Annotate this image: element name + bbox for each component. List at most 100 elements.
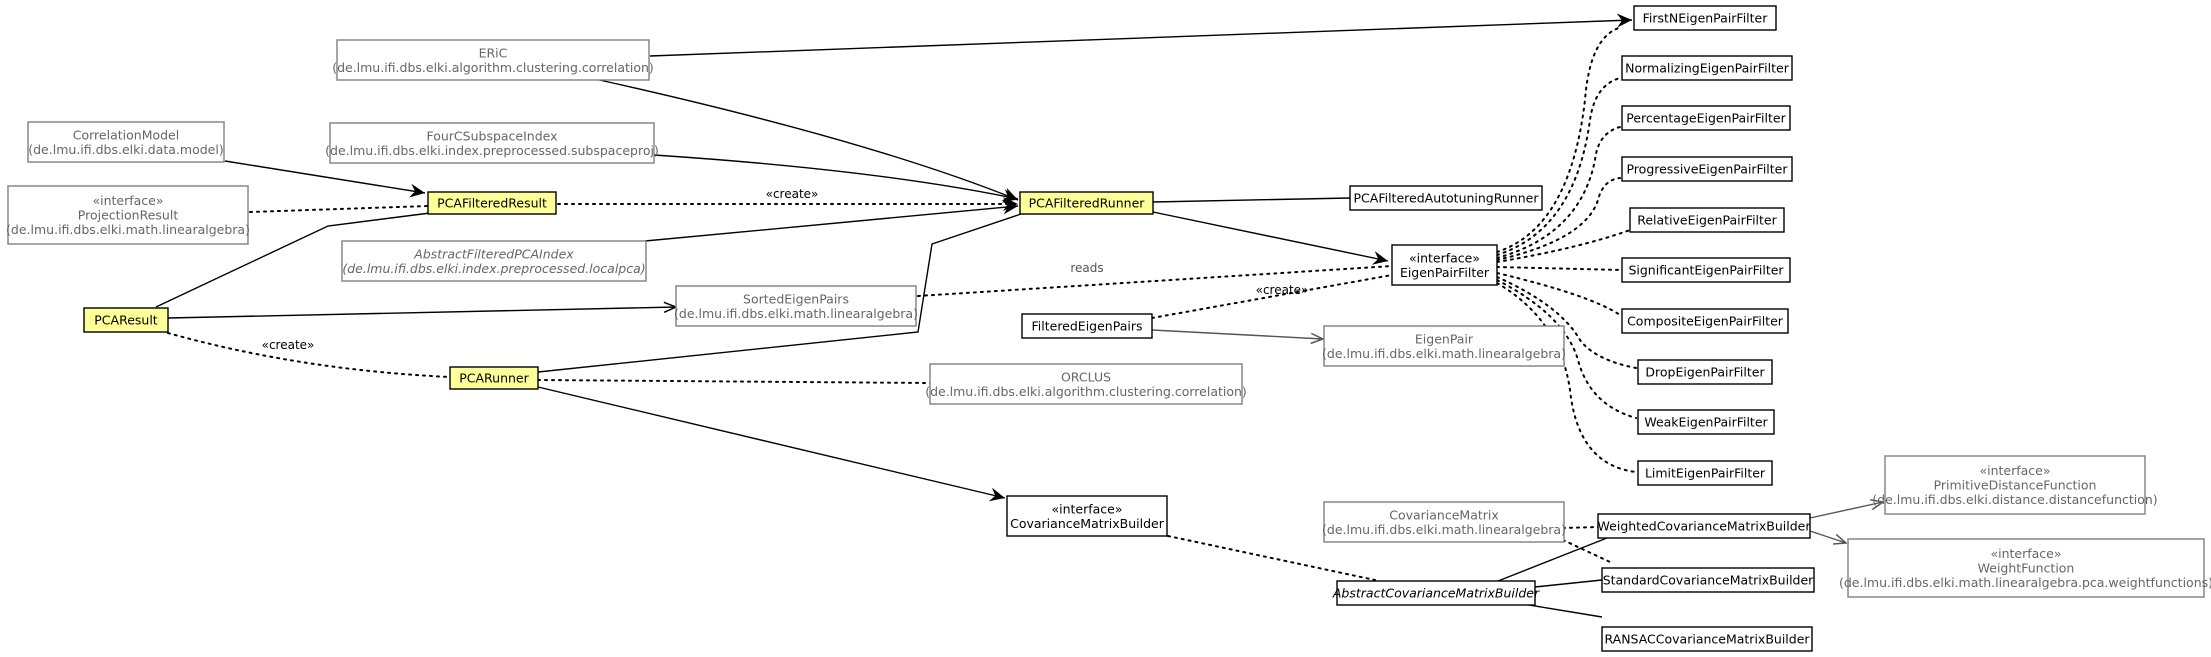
edge-sortedeigenpairs-eigenpairfilter <box>917 265 1393 297</box>
class-significant-eigen-pair-filter[interactable]: SignificantEigenPairFilter <box>1621 257 1791 283</box>
class-pca-result[interactable]: PCAResult <box>83 307 169 333</box>
edge-filter-significant <box>1496 266 1623 271</box>
edge-pcaresult-pcarunner <box>167 332 451 378</box>
edge-covariancematrix-standard <box>1562 539 1611 563</box>
class-pca-runner[interactable]: PCARunner <box>449 366 539 390</box>
node-label-line: WeakEigenPairFilter <box>1644 415 1768 430</box>
edge-filter-drop <box>1496 276 1637 369</box>
node-label-line: CompositeEigenPairFilter <box>1627 314 1784 329</box>
edge-pcarunner-covariancebuilder <box>537 386 1006 502</box>
edge-pcafilteredrunner-autotuning <box>1152 197 1351 203</box>
class-orclus[interactable]: ORCLUS(de.lmu.ifi.dbs.elki.algorithm.clu… <box>925 363 1247 405</box>
class-sorted-eigen-pairs[interactable]: SortedEigenPairs(de.lmu.ifi.dbs.elki.mat… <box>674 285 918 327</box>
interface-eigen-pair-filter[interactable]: «interface»EigenPairFilter <box>1391 244 1498 286</box>
edge-abstractcov-ransac <box>1522 603 1603 618</box>
class-percentage-eigen-pair-filter[interactable]: PercentageEigenPairFilter <box>1621 105 1791 131</box>
edge-filter-percentage <box>1496 126 1621 259</box>
node-box <box>1323 325 1565 367</box>
class-progressive-eigen-pair-filter[interactable]: ProgressiveEigenPairFilter <box>1621 156 1793 182</box>
node-label-line: (de.lmu.ifi.dbs.elki.distance.distancefu… <box>1872 492 2157 507</box>
class-abstract-covariance-matrix-builder[interactable]: AbstractCovarianceMatrixBuilder <box>1332 580 1540 606</box>
node-label-line: FilteredEigenPairs <box>1032 319 1143 334</box>
node-label-line: CovarianceMatrix <box>1389 507 1499 522</box>
class-limit-eigen-pair-filter[interactable]: LimitEigenPairFilter <box>1637 460 1773 486</box>
node-box <box>1637 409 1775 435</box>
class-correlation-model[interactable]: CorrelationModel(de.lmu.ifi.dbs.elki.dat… <box>27 121 225 163</box>
node-box <box>336 39 650 81</box>
node-box <box>1621 257 1791 283</box>
edge-covariancebuilder-abstractcov <box>1167 535 1376 581</box>
node-label-line: AbstractCovarianceMatrixBuilder <box>1332 586 1540 601</box>
class-drop-eigen-pair-filter[interactable]: DropEigenPairFilter <box>1637 359 1773 385</box>
node-label-line: «interface» <box>1409 250 1480 265</box>
class-pca-filtered-result[interactable]: PCAFilteredResult <box>427 191 557 215</box>
class-covariance-matrix[interactable]: CovarianceMatrix(de.lmu.ifi.dbs.elki.mat… <box>1322 501 1566 543</box>
node-label-line: (de.lmu.ifi.dbs.elki.index.preprocessed.… <box>342 261 645 276</box>
interface-projection-result[interactable]: «interface»ProjectionResult(de.lmu.ifi.d… <box>6 185 250 245</box>
class-fourc-subspace-index[interactable]: FourCSubspaceIndex(de.lmu.ifi.dbs.elki.i… <box>325 122 659 164</box>
node-label-line: WeightFunction <box>1978 561 2075 576</box>
node-box <box>1847 538 2205 598</box>
class-abstract-filtered-pca-index[interactable]: AbstractFilteredPCAIndex(de.lmu.ifi.dbs.… <box>341 240 647 282</box>
edge-filter-relative <box>1496 229 1631 263</box>
interface-primitive-distance-function[interactable]: «interface»PrimitiveDistanceFunction(de.… <box>1872 455 2158 515</box>
node-box <box>449 366 539 390</box>
node-box <box>1323 501 1565 543</box>
edge-pcaresult-sortedeigenpairs <box>167 307 676 319</box>
class-relative-eigen-pair-filter[interactable]: RelativeEigenPairFilter <box>1629 207 1785 233</box>
node-box <box>341 240 647 282</box>
node-label-line: (de.lmu.ifi.dbs.elki.algorithm.clusterin… <box>332 60 654 75</box>
node-label-line: SortedEigenPairs <box>743 291 849 306</box>
edge-weighted-weightfunction <box>1809 530 1846 543</box>
class-weak-eigen-pair-filter[interactable]: WeakEigenPairFilter <box>1637 409 1775 435</box>
edge-correlationmodel-pcafilteredresult <box>224 160 426 198</box>
node-box <box>1637 460 1773 486</box>
node-label-line: ORCLUS <box>1061 369 1111 384</box>
class-filtered-eigen-pairs[interactable]: FilteredEigenPairs <box>1021 313 1153 339</box>
edge-filter-composite <box>1496 272 1621 316</box>
node-box <box>83 307 169 333</box>
node-box <box>1597 513 1811 539</box>
edge-label-create-filter: «create» <box>1256 283 1309 297</box>
node-label-line: RelativeEigenPairFilter <box>1637 213 1777 228</box>
node-label-line: StandardCovarianceMatrixBuilder <box>1603 573 1814 588</box>
node-label-line: WeightedCovarianceMatrixBuilder <box>1598 519 1812 534</box>
node-label-line: (de.lmu.ifi.dbs.elki.math.linearalgebra) <box>674 306 918 321</box>
node-box <box>7 185 249 245</box>
node-box <box>1621 156 1793 182</box>
class-standard-covariance-matrix-builder[interactable]: StandardCovarianceMatrixBuilder <box>1601 567 1815 593</box>
node-label-line: CorrelationModel <box>73 127 179 142</box>
node-label-line: ProjectionResult <box>78 208 179 223</box>
edge-filter-weak <box>1496 279 1637 419</box>
interface-covariance-matrix-builder[interactable]: «interface»CovarianceMatrixBuilder <box>1006 495 1168 537</box>
class-eigen-pair[interactable]: EigenPair(de.lmu.ifi.dbs.elki.math.linea… <box>1322 325 1566 367</box>
interface-weight-function[interactable]: «interface»WeightFunction(de.lmu.ifi.dbs… <box>1839 538 2211 598</box>
edge-covariancematrix-weighted <box>1562 526 1599 529</box>
node-label-line: EigenPair <box>1415 331 1474 346</box>
node-label-line: (de.lmu.ifi.dbs.elki.math.linearalgebra) <box>1322 522 1566 537</box>
node-label-line: PCAFilteredResult <box>437 196 547 211</box>
node-box <box>1621 308 1789 334</box>
node-label-line: SignificantEigenPairFilter <box>1628 263 1784 278</box>
node-label-line: (de.lmu.ifi.dbs.elki.data.model) <box>28 142 223 157</box>
node-box <box>1349 185 1543 211</box>
edge-pcarunner-pcafilteredrunner <box>537 212 1025 373</box>
node-box <box>1021 313 1153 339</box>
edge-label-create-result: «create» <box>262 338 315 352</box>
class-normalizing-eigen-pair-filter[interactable]: NormalizingEigenPairFilter <box>1621 55 1793 81</box>
class-eric[interactable]: ERiC(de.lmu.ifi.dbs.elki.algorithm.clust… <box>332 39 654 81</box>
class-pca-filtered-runner[interactable]: PCAFilteredRunner <box>1019 191 1154 215</box>
class-first-n-eigen-pair-filter[interactable]: FirstNEigenPairFilter <box>1633 5 1777 31</box>
node-label-line: «interface» <box>1990 546 2061 561</box>
node-label-line: PCAFilteredAutotuningRunner <box>1354 191 1540 206</box>
edge-abstractcov-weighted <box>1492 535 1613 584</box>
class-ransac-covariance-matrix-builder[interactable]: RANSACCovarianceMatrixBuilder <box>1601 626 1813 652</box>
edge-filter-limit <box>1496 282 1637 473</box>
node-box <box>1633 5 1777 31</box>
node-label-line: (de.lmu.ifi.dbs.elki.math.linearalgebra) <box>1322 346 1566 361</box>
class-weighted-covariance-matrix-builder[interactable]: WeightedCovarianceMatrixBuilder <box>1597 513 1812 539</box>
node-box <box>1601 567 1815 593</box>
class-pca-filtered-autotuning-runner[interactable]: PCAFilteredAutotuningRunner <box>1349 185 1543 211</box>
class-composite-eigen-pair-filter[interactable]: CompositeEigenPairFilter <box>1621 308 1789 334</box>
